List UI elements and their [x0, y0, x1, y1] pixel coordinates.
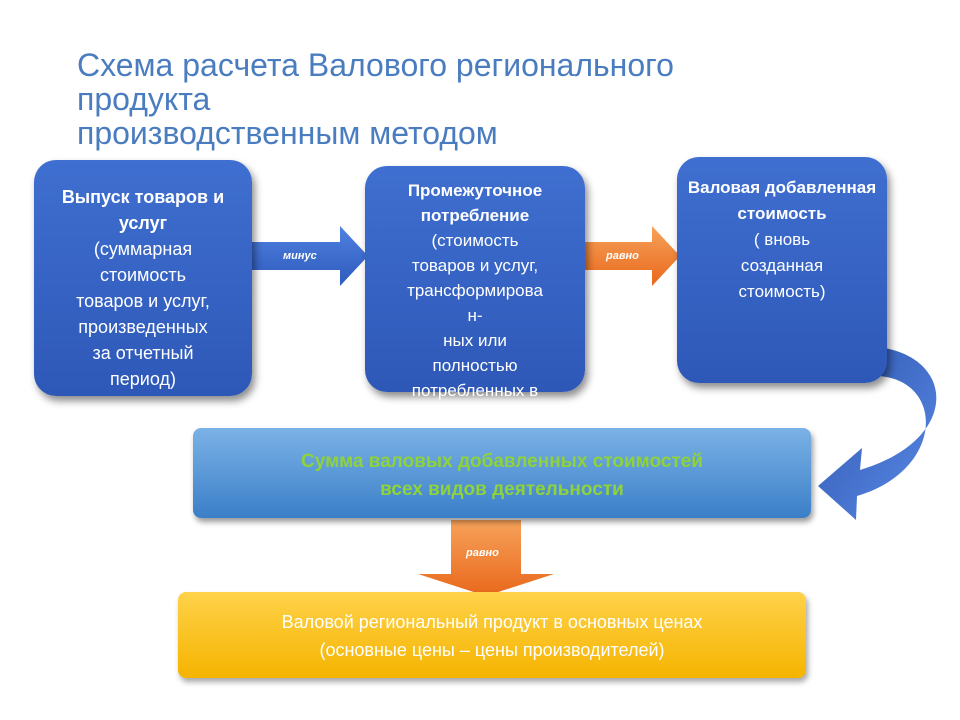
- sum-line-1: Сумма валовых добавленных стоимостей: [301, 451, 703, 472]
- result-box: Валовой региональный продукт в основных …: [178, 592, 806, 678]
- equals-label-1: равно: [606, 250, 639, 262]
- title-line-3: производственным методом: [77, 115, 498, 151]
- minus-label: минус: [283, 250, 317, 262]
- intermediate-heading: Промежуточное потребление: [407, 181, 543, 225]
- equals-label-2: равно: [466, 547, 499, 559]
- curved-arrow: [818, 348, 937, 520]
- page-title: Схема расчета Валового регионального про…: [77, 48, 777, 158]
- intermediate-box: Промежуточное потребление (стоимость тов…: [365, 166, 585, 400]
- minus-arrow: [248, 226, 368, 286]
- result-line-1: Валовой региональный продукт в основных …: [281, 612, 703, 632]
- gva-box: Валовая добавленная стоимость ( вновь со…: [677, 157, 887, 383]
- output-heading: Выпуск товаров и услуг: [61, 187, 225, 233]
- result-line-2: (основные цены – цены производителей): [319, 640, 665, 660]
- title-line-1: Схема расчета Валового регионального: [77, 48, 674, 83]
- output-text: (суммарная стоимость товаров и услуг, пр…: [76, 239, 210, 389]
- output-box: Выпуск товаров и услуг (суммарная стоимо…: [34, 160, 252, 396]
- gva-text: ( вновь созданная стоимость): [738, 230, 826, 301]
- sum-box: Сумма валовых добавленных стоимостей все…: [193, 428, 811, 518]
- equals-arrow-1: [582, 226, 680, 286]
- sum-line-2: всех видов деятельности: [380, 479, 624, 500]
- title-line-2: продукта: [77, 81, 211, 117]
- equals-arrow-2: [418, 520, 554, 596]
- gva-heading: Валовая добавленная стоимость: [687, 178, 877, 223]
- intermediate-text: (стоимость товаров и услуг, трансформиро…: [407, 231, 543, 400]
